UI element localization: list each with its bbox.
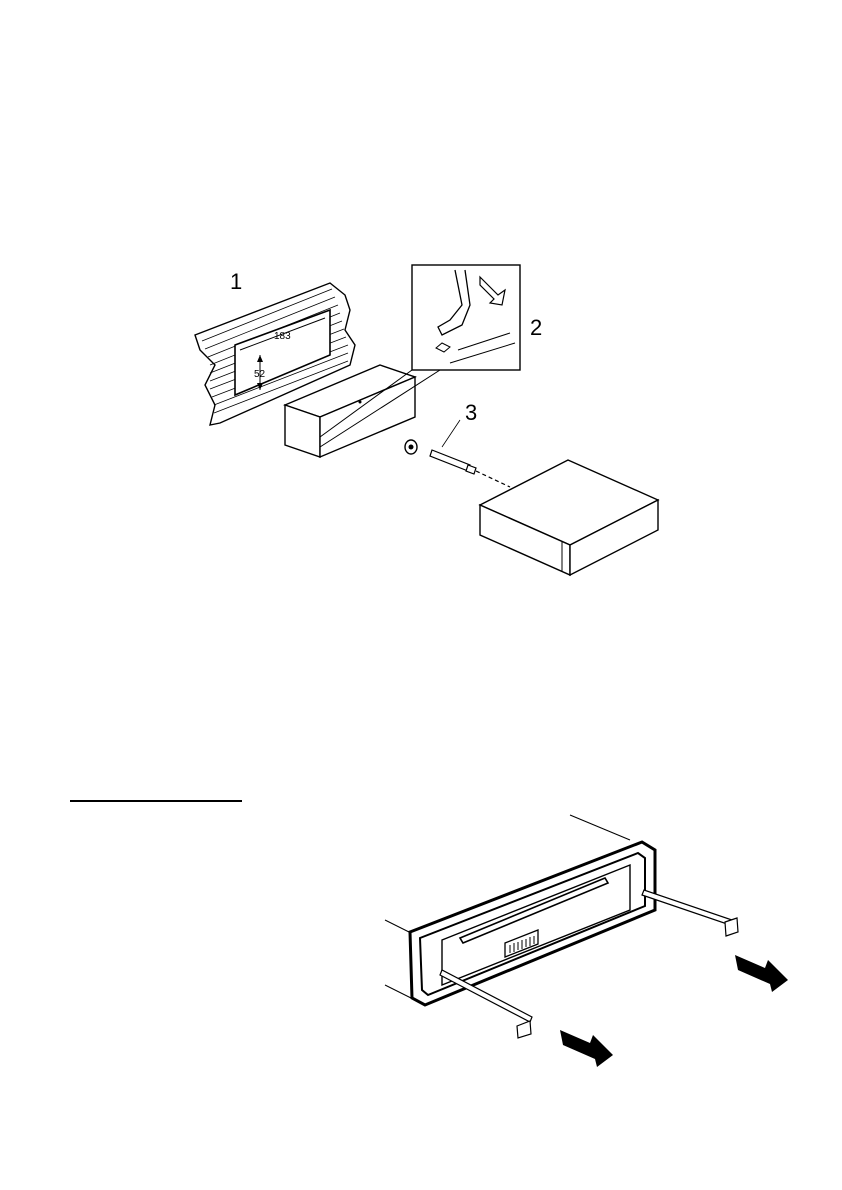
mounting-bolt	[405, 420, 510, 487]
radio-unit	[480, 460, 658, 575]
installation-diagram: 183 52 1 2 3	[180, 255, 670, 625]
section-heading-underline	[70, 800, 242, 802]
dimension-width-label: 183	[274, 331, 291, 342]
callout-2: 2	[530, 315, 542, 340]
arrow-right-icon	[735, 955, 788, 992]
arrow-right-icon	[560, 1030, 613, 1067]
trim-frame	[410, 842, 655, 1005]
callout-3: 3	[465, 400, 477, 425]
removal-diagram	[380, 800, 800, 1080]
dimension-height-label: 52	[254, 369, 266, 380]
callout-1: 1	[230, 269, 242, 294]
